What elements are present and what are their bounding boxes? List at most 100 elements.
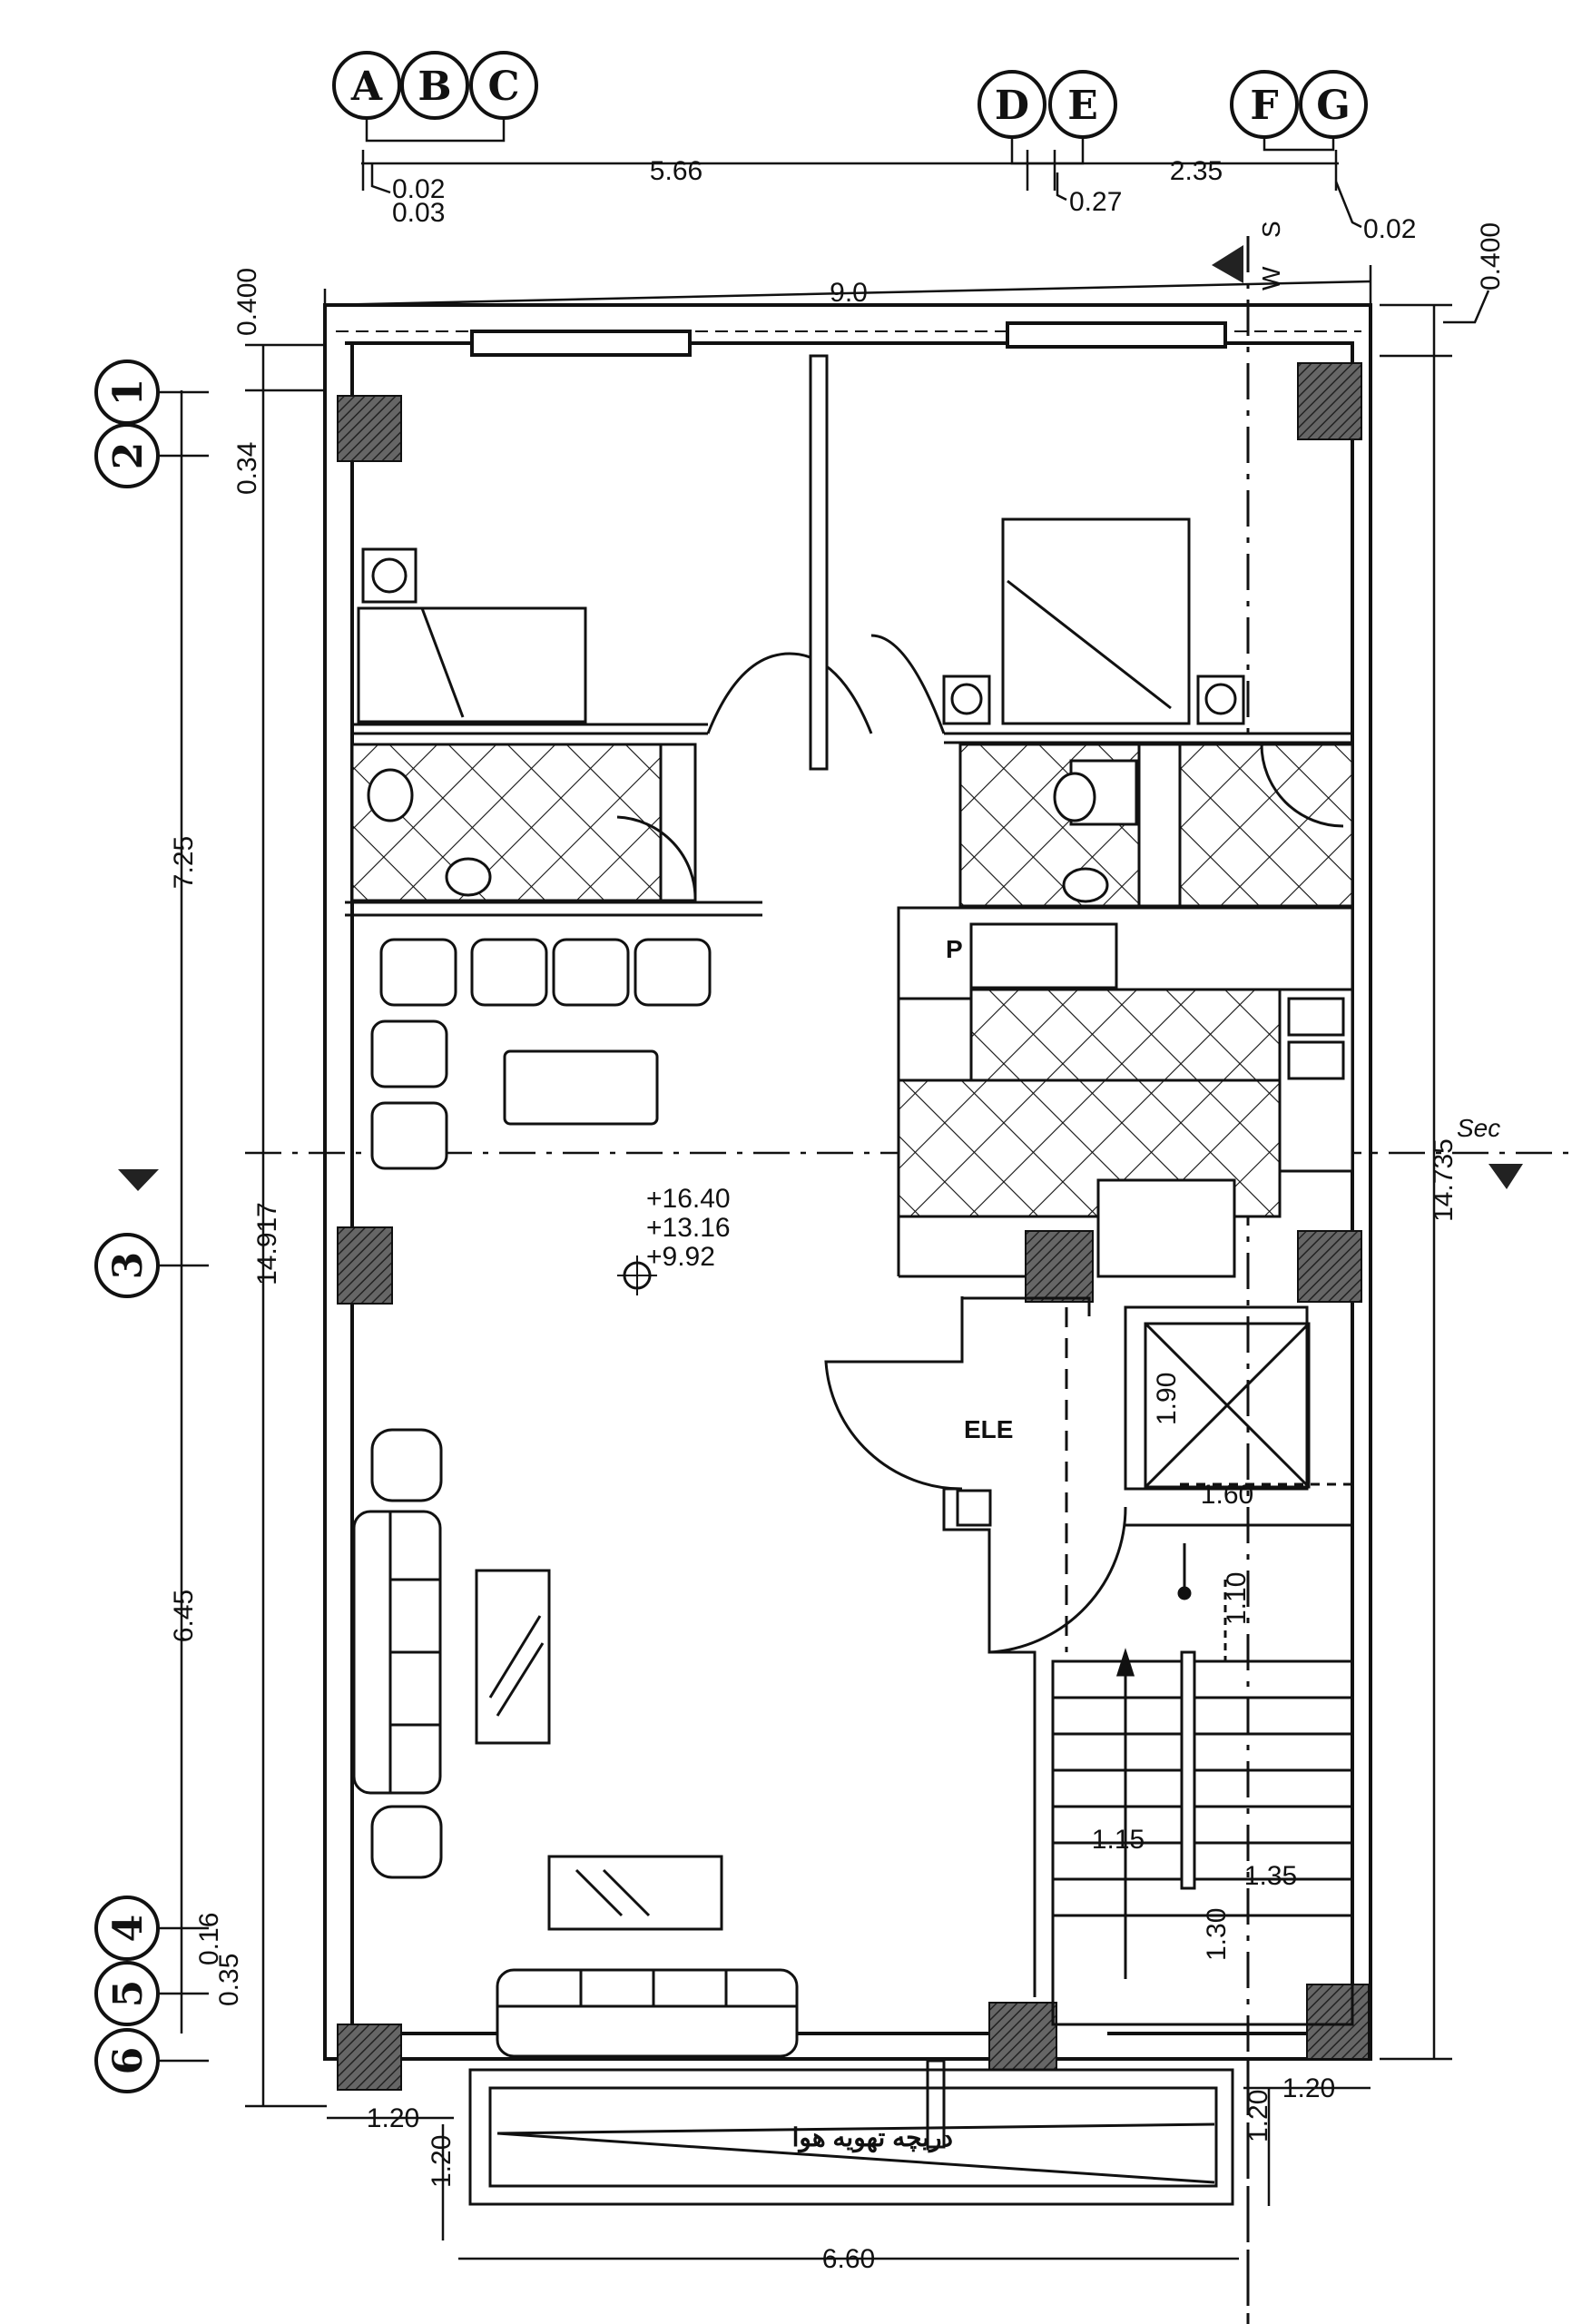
section-marker-label-w: W — [1257, 266, 1285, 290]
coffee-table-icon — [547, 1855, 723, 1931]
dim-row-2-3: 7.25 — [169, 836, 199, 889]
column — [1025, 1230, 1094, 1303]
column — [1306, 1984, 1370, 2060]
dim-overall-height-left: 14.917 — [252, 1202, 282, 1285]
grid-bubbles-top — [332, 51, 1368, 139]
dim-elev-shaft-h: 1.90 — [1152, 1373, 1182, 1425]
bathroom-right — [958, 743, 1354, 908]
column — [337, 1226, 393, 1305]
dim-vent-left-h: 1.20 — [427, 2135, 457, 2188]
right-dimension-chain — [1380, 290, 1523, 2061]
level-value-3: +9.92 — [646, 1242, 715, 1272]
structural-columns — [337, 362, 1370, 2091]
dim-stair-run: 1.15 — [1092, 1825, 1145, 1855]
column — [1297, 1230, 1362, 1303]
section-marker-label-sec: Sec — [1457, 1114, 1500, 1142]
chair-icon — [470, 938, 548, 1007]
grid-label-6: 6 — [105, 2047, 152, 2075]
kitchen-counter — [969, 988, 1282, 1082]
dining-area — [370, 938, 712, 1170]
level-value-1: +16.40 — [646, 1184, 731, 1214]
dim-fg: 0.02 — [1363, 214, 1416, 244]
grid-bubble-6 — [94, 2028, 160, 2093]
section-marker-label-s: S — [1257, 221, 1285, 238]
grid-label-3: 3 — [105, 1252, 152, 1280]
toilet-icon — [367, 768, 414, 822]
grid-bubbles-left — [94, 359, 160, 2093]
dim-overall-height-right: 14.735 — [1429, 1138, 1459, 1222]
armchair-icon — [370, 1428, 443, 1502]
grid-label-a: A — [350, 64, 383, 110]
dim-stair-width: 1.35 — [1244, 1861, 1297, 1891]
chair-icon — [370, 1019, 448, 1088]
sink-icon — [1062, 867, 1109, 903]
dim-row-3-4: 6.45 — [169, 1590, 199, 1642]
bed-icon — [357, 606, 587, 724]
dim-de: 0.27 — [1069, 187, 1122, 217]
chair-icon — [370, 1101, 448, 1170]
dim-top-offset-right: 0.400 — [1476, 222, 1506, 290]
sink-icon — [1287, 997, 1345, 1037]
dim-ab: 0.02 — [392, 174, 445, 204]
partition — [809, 354, 829, 771]
bed-icon — [1001, 517, 1191, 725]
entry-door: ELE — [824, 1296, 1127, 1997]
toilet-icon — [1053, 772, 1096, 822]
level-value-2: +13.16 — [646, 1213, 731, 1243]
bathroom-left — [345, 743, 762, 917]
grid-label-5: 5 — [105, 1980, 152, 2008]
grid-bubble-5 — [94, 1961, 160, 2026]
elevator-shaft: 1.90 1.60 — [1124, 1305, 1352, 1527]
grid-label-4: 4 — [105, 1915, 152, 1943]
armchair-icon — [370, 1805, 443, 1879]
top-dimension-chain — [361, 118, 1362, 229]
section-marker-top: S W — [1212, 221, 1285, 2324]
sink-icon — [445, 857, 492, 897]
dim-vent-right-w: 1.20 — [1282, 2073, 1335, 2103]
dim-vent-left-w: 1.20 — [367, 2103, 419, 2133]
column — [337, 2024, 402, 2091]
dim-c-d: 5.66 — [650, 156, 702, 186]
dim-elev-shaft-w: 1.60 — [1201, 1480, 1253, 1510]
grid-bubble-3 — [94, 1233, 160, 1298]
grid-label-c: C — [487, 64, 519, 110]
column — [988, 2002, 1057, 2071]
grid-label-2: 2 — [105, 442, 152, 470]
dim-vent-length: 6.60 — [822, 2244, 875, 2274]
grid-bubble-2 — [94, 423, 160, 488]
grid-label-f: F — [1250, 83, 1278, 129]
kitchen: P — [897, 906, 1354, 1278]
grid-label-g: G — [1316, 83, 1351, 129]
dim-top-offset-left: 0.400 — [232, 268, 262, 336]
nightstand-icon — [361, 547, 418, 604]
dining-table-icon — [503, 1049, 659, 1126]
column — [337, 395, 402, 462]
sofa-icon — [496, 1968, 799, 2058]
chair-icon — [552, 938, 630, 1007]
vent-note: دریچه تهویه هوا — [792, 2123, 953, 2153]
chair-icon — [379, 938, 457, 1007]
kitchen-pantry-mark: P — [946, 935, 963, 963]
grid-label-b: B — [418, 64, 451, 110]
coffee-table-icon — [475, 1569, 551, 1745]
dim-stair-landing: 1.30 — [1202, 1908, 1232, 1961]
vent-dimensions — [327, 2086, 1371, 2260]
level-marker: +16.40 +13.16 +9.92 — [617, 1184, 731, 1295]
living-area — [352, 1428, 799, 2058]
grid-label-e: E — [1067, 83, 1098, 129]
dim-row-5-6: 0.35 — [214, 1954, 244, 2006]
dim-landing: 1.10 — [1222, 1572, 1252, 1625]
sink-icon — [1287, 1040, 1345, 1080]
bedroom-right — [870, 517, 1354, 744]
elevator-label: ELE — [964, 1415, 1013, 1443]
stair: 1.10 1.15 1.35 1.30 — [1051, 1543, 1354, 2026]
grid-label-d: D — [995, 83, 1029, 129]
grid-label-1: 1 — [105, 379, 152, 407]
dim-row-1-2: 0.34 — [232, 442, 262, 495]
grid-bubble-4 — [94, 1896, 160, 1961]
dim-overall-width: 9.0 — [830, 278, 868, 308]
chair-icon — [634, 938, 712, 1007]
dim-row-4-5: 0.16 — [194, 1913, 224, 1965]
column — [1297, 362, 1362, 440]
